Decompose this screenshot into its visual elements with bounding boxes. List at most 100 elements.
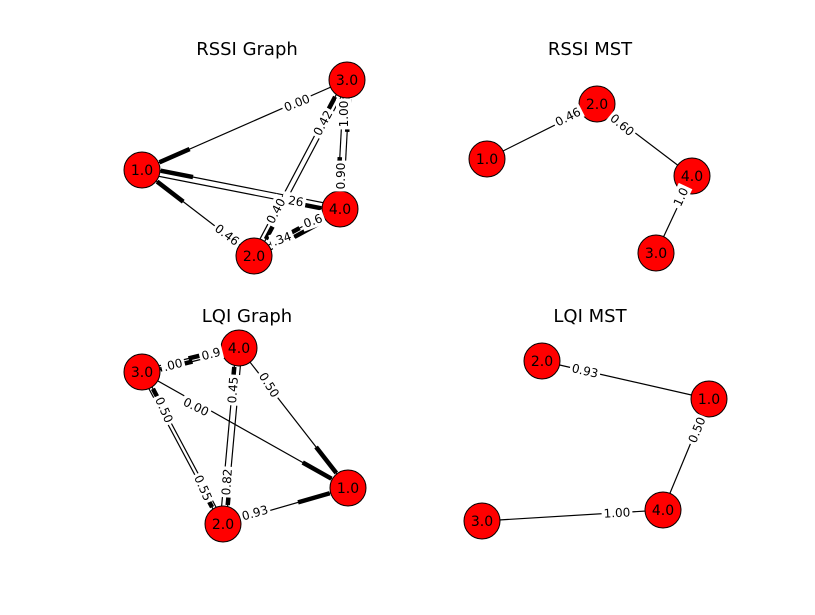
edge-weight: 0.9 (200, 345, 222, 363)
edge-label-background (237, 501, 272, 524)
node-4-0: 4.0 (644, 491, 682, 529)
lqi-graph-panel: LQI Graph1.02.03.04.0.000.90.500.000.500… (123, 306, 367, 543)
node-label: 1.0 (337, 481, 359, 497)
edge-weight: 0.46 (553, 105, 583, 130)
edge-label-2.0-3.0: 0.55 (190, 470, 217, 505)
edge-weight: 1.00 (337, 101, 351, 128)
node-circle (123, 151, 161, 189)
edge-label-background (308, 105, 337, 140)
node-2-0: 2.0 (235, 237, 273, 275)
edge-weight: 0.50 (152, 395, 176, 425)
node-circle (578, 85, 616, 123)
node-circle (644, 491, 682, 529)
edge-weight: .26 (283, 192, 304, 209)
edge-label-background (261, 193, 290, 228)
edge-weight: 0.45 (225, 376, 241, 404)
edge-label-3.0-2.0: 0.40 (261, 193, 290, 228)
lqi-graph-nodes: 1.0 2.0 3.0 4.0 (123, 329, 367, 543)
edge-arrowhead-2.0-1.0 (297, 491, 331, 505)
edge-label-background (217, 466, 236, 498)
node-label: 4.0 (681, 169, 703, 185)
node-1-0: 1.0 (468, 140, 506, 178)
node-label: 2.0 (212, 517, 234, 533)
edge-label-background (333, 160, 348, 192)
edge-label-background (223, 374, 242, 406)
node-1-0: 1.0 (690, 380, 728, 418)
node-circle (463, 502, 501, 540)
rssi-graph-nodes: 1.0 2.0 3.0 4.0 (123, 61, 366, 275)
lqi-graph-edges (139, 345, 349, 525)
edge-label-background (159, 354, 187, 375)
node-circle (328, 61, 366, 99)
node-3-0: 3.0 (637, 234, 675, 272)
edge-label-background (299, 209, 327, 232)
node-1-0: 1.0 (123, 151, 161, 189)
edge-arrowhead-4.0-1.0 (160, 168, 194, 180)
edge-label-4.0-3.0: 1.00 (336, 98, 351, 130)
rssi-graph-title: RSSI Graph (196, 39, 298, 60)
edge-label-3.0-4.0: 0.90 (333, 160, 348, 192)
rssi-graph-edges (141, 79, 352, 260)
edge-label-background (568, 359, 602, 382)
edge-arrowhead-4.0-1.0 (314, 445, 339, 475)
edge-label-4.0-3.0: 0.9 (197, 343, 225, 364)
node-circle (123, 353, 161, 391)
edge-label-2.0-4.0: 0.6 (299, 209, 327, 232)
edge-label-background (254, 367, 284, 402)
edge-arrowhead-2.0-1.0 (155, 179, 185, 204)
node-2-0: 2.0 (204, 505, 242, 543)
edge-label-2.0-3.0: 0.42 (308, 105, 337, 140)
node-label: 4.0 (228, 341, 250, 357)
rssi-mst-edges (486, 103, 693, 254)
edge-arrowhead-3.0-1.0 (301, 460, 333, 481)
edge-label-1.0-2.0: 0.46 (550, 102, 585, 131)
edge-label-background (210, 219, 245, 250)
node-circle (204, 505, 242, 543)
edge-weight: 0.90 (334, 163, 348, 190)
node-4-0: 4.0 (321, 190, 359, 228)
rssi-graph-panel: RSSI Graph 1.0 2.0 3.0 4.0 0.00 1.000.42 0.90 .2… (123, 39, 366, 275)
edge-label-2.0-1.0: 0.93 (568, 359, 602, 382)
edge-label-1.0-4.0: 0.50 (683, 412, 710, 447)
node-3-0: 3.0 (463, 502, 501, 540)
node-circle (690, 380, 728, 418)
edge-label-background (151, 392, 178, 427)
edge-weight: 0.00 (181, 395, 211, 419)
edge-label-2.0-4.0: 0.45 (223, 374, 242, 406)
rssi-mst-title: RSSI MST (548, 39, 633, 60)
node-4-0: 4.0 (220, 329, 258, 367)
edge-label-background (550, 102, 585, 131)
node-label: 1.0 (131, 163, 153, 179)
edge-weight: 0.93 (570, 361, 599, 381)
edge-3.0-4.0 (481, 509, 664, 522)
edge-label-background (279, 89, 314, 116)
edge-label-background (601, 504, 633, 521)
lqi-mst-edge-labels: 0.93 0.50 1.00 (568, 359, 710, 521)
edge-label-3.0-2.0: 0.50 (151, 392, 178, 427)
node-label: 2.0 (243, 249, 265, 265)
edge-label-background (668, 182, 693, 211)
lqi-mst-title: LQI MST (553, 306, 627, 327)
edge-label-4.0-2.0: 0.82 (217, 466, 236, 498)
edge-weight: 0.6 (302, 211, 325, 231)
edge-label-4.0-1.0: 0.50 (254, 367, 284, 402)
node-label: 3.0 (471, 514, 493, 530)
edge-label-background (683, 412, 710, 447)
node-label: 1.0 (698, 392, 720, 408)
lqi-graph-title: LQI Graph (202, 306, 292, 327)
node-label: 3.0 (645, 246, 667, 262)
edge-weight: 0.82 (219, 468, 235, 496)
edge-weight: .34 (271, 229, 294, 249)
edge-label-background (268, 227, 296, 250)
edge-label-3.0-4.0: 1.00 (601, 504, 633, 521)
node-3-0: 3.0 (328, 61, 366, 99)
edge-weight: 0.50 (686, 415, 709, 445)
node-2-0: 2.0 (523, 342, 561, 380)
edge-weight: 1.00 (603, 505, 630, 520)
node-circle (235, 237, 273, 275)
edge-label-3.0-1.0: 0.00 (279, 89, 314, 116)
node-label: 3.0 (131, 365, 153, 381)
edge-label-3.0-1.0: 0.00 (179, 393, 214, 421)
